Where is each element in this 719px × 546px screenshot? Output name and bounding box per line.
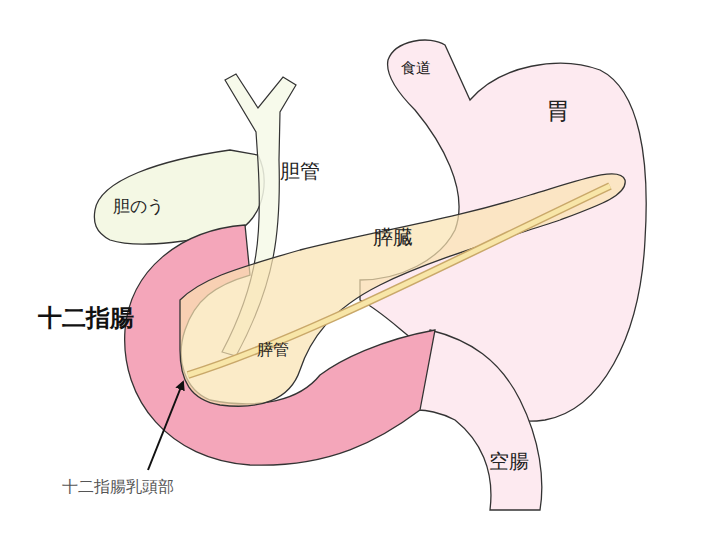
organ-label: 膵臓 xyxy=(373,226,413,248)
leader-line xyxy=(148,382,183,470)
organ-label: 胆管 xyxy=(280,160,320,182)
pancreatic-duct-core xyxy=(188,186,610,375)
jejunum-shape xyxy=(418,330,542,510)
organ-label: 胃 xyxy=(546,98,570,124)
pancreatic-duct xyxy=(188,186,610,375)
organ-label: 食道 xyxy=(401,60,431,77)
organ-label: 空腸 xyxy=(489,450,529,472)
organ-label: 十二指腸 xyxy=(38,305,134,331)
organ-label: 膵管 xyxy=(257,341,289,359)
callout-label: 十二指腸乳頭部 xyxy=(62,478,174,496)
pancreas-shape xyxy=(180,174,625,406)
organ-label: 胆のう xyxy=(113,197,164,216)
